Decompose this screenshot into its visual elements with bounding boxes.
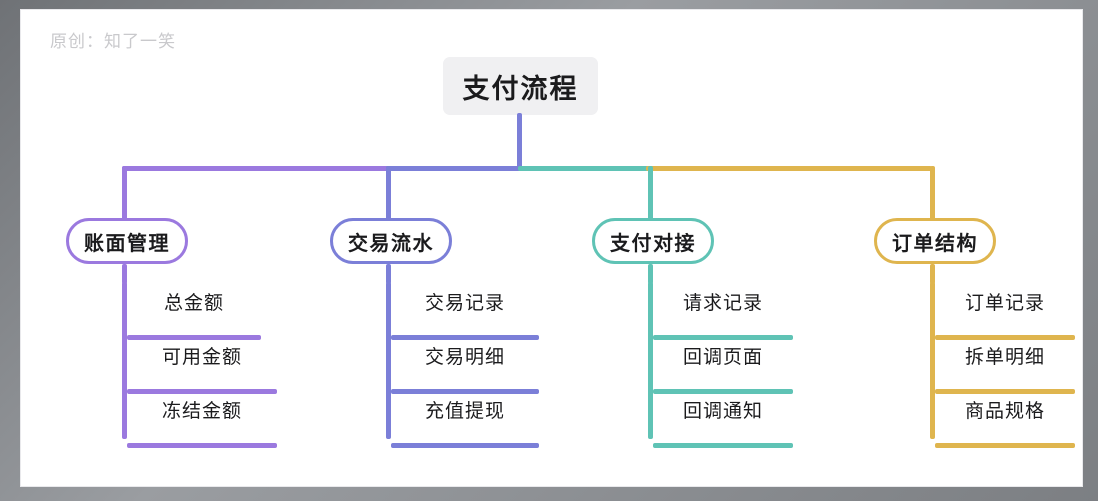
leaf-item[interactable]: 回调页面 bbox=[653, 342, 793, 394]
leaf-underline bbox=[653, 443, 793, 448]
branch-node-label: 支付对接 bbox=[610, 232, 696, 255]
branch-drop-connector bbox=[386, 166, 391, 224]
leaf-item[interactable]: 交易记录 bbox=[391, 288, 539, 340]
branch-drop-connector bbox=[648, 166, 653, 224]
leaf-label: 总金额 bbox=[163, 293, 224, 314]
leaf-underline bbox=[127, 443, 277, 448]
leaf-item[interactable]: 冻结金额 bbox=[127, 396, 277, 448]
branch-node-stem bbox=[122, 264, 127, 284]
leaf-item[interactable]: 交易明细 bbox=[391, 342, 539, 394]
mindmap-canvas: 原创：知了一笑 支付流程 账面管理 总金额 可用金额 bbox=[20, 9, 1083, 487]
leaf-underline bbox=[127, 389, 277, 394]
branch-drop-connector bbox=[122, 166, 127, 224]
leaf-item[interactable]: 总金额 bbox=[127, 288, 261, 340]
leaf-underline bbox=[935, 389, 1075, 394]
leaf-label: 可用金额 bbox=[161, 347, 242, 368]
branch-node-stem bbox=[386, 264, 391, 284]
children-spine bbox=[122, 282, 127, 439]
root-node[interactable]: 支付流程 bbox=[443, 57, 598, 115]
bus-segment-4 bbox=[646, 166, 932, 171]
leaf-item[interactable]: 充值提现 bbox=[391, 396, 539, 448]
leaf-label: 回调页面 bbox=[682, 347, 763, 368]
leaf-item[interactable]: 商品规格 bbox=[935, 396, 1075, 448]
leaf-item[interactable]: 订单记录 bbox=[935, 288, 1075, 340]
bus-segment-2 bbox=[386, 166, 520, 171]
branch-node[interactable]: 账面管理 bbox=[66, 218, 188, 264]
leaf-item[interactable]: 回调通知 bbox=[653, 396, 793, 448]
leaf-underline bbox=[391, 389, 539, 394]
branch-node[interactable]: 订单结构 bbox=[874, 218, 996, 264]
watermark-text: 原创：知了一笑 bbox=[50, 32, 176, 51]
leaf-label: 订单记录 bbox=[964, 293, 1045, 314]
branch-node-stem bbox=[648, 264, 653, 284]
branch-node[interactable]: 支付对接 bbox=[592, 218, 714, 264]
bus-segment-1 bbox=[122, 166, 390, 171]
branch-node-label: 交易流水 bbox=[348, 232, 434, 255]
leaf-label: 商品规格 bbox=[964, 401, 1045, 422]
leaf-underline bbox=[653, 389, 793, 394]
children-spine bbox=[930, 282, 935, 439]
branch-node-label: 订单结构 bbox=[892, 232, 978, 255]
leaf-item[interactable]: 拆单明细 bbox=[935, 342, 1075, 394]
branch-node-stem bbox=[930, 264, 935, 284]
leaf-label: 充值提现 bbox=[424, 401, 505, 422]
leaf-underline bbox=[653, 335, 793, 340]
leaf-underline bbox=[935, 443, 1075, 448]
branch-drop-connector bbox=[930, 166, 935, 224]
leaf-label: 回调通知 bbox=[682, 401, 763, 422]
leaf-underline bbox=[391, 335, 539, 340]
children-spine bbox=[386, 282, 391, 439]
leaf-item[interactable]: 可用金额 bbox=[127, 342, 277, 394]
leaf-underline bbox=[127, 335, 261, 340]
leaf-underline bbox=[935, 335, 1075, 340]
children-spine bbox=[648, 282, 653, 439]
branch-node-label: 账面管理 bbox=[84, 232, 170, 255]
leaf-label: 请求记录 bbox=[682, 293, 763, 314]
leaf-item[interactable]: 请求记录 bbox=[653, 288, 793, 340]
root-connector-stem bbox=[517, 113, 522, 171]
bus-segment-3 bbox=[518, 166, 650, 171]
leaf-underline bbox=[391, 443, 539, 448]
root-node-label: 支付流程 bbox=[462, 73, 579, 104]
leaf-label: 拆单明细 bbox=[964, 347, 1045, 368]
leaf-label: 交易明细 bbox=[424, 347, 505, 368]
leaf-label: 冻结金额 bbox=[161, 401, 242, 422]
leaf-label: 交易记录 bbox=[424, 293, 505, 314]
branch-node[interactable]: 交易流水 bbox=[330, 218, 452, 264]
